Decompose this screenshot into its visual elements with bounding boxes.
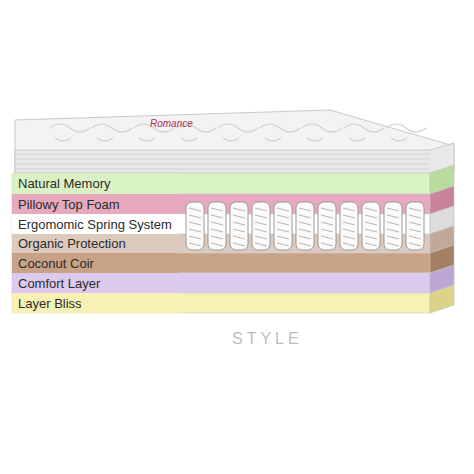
pocket-springs (186, 202, 424, 250)
layer-strips (12, 165, 454, 313)
layer-label-band: Comfort Layer (12, 273, 178, 293)
layer-name: Pillowy Top Foam (18, 198, 120, 211)
layer-label-band: Pillowy Top Foam (12, 194, 178, 214)
layer-side (430, 285, 454, 313)
layer-label-band: Layer Bliss (12, 293, 178, 313)
layer-strip (12, 293, 430, 313)
layer-label-band: Coconut Coir (12, 253, 178, 273)
mattress-top (15, 110, 454, 173)
layer-name: Comfort Layer (18, 277, 100, 290)
layer-name: Layer Bliss (18, 297, 82, 310)
layer-strip (12, 273, 430, 293)
layer-name: Ergomomic Spring System (18, 218, 172, 231)
brand-print: Romance (150, 118, 193, 129)
layer-name: Natural Memory (18, 177, 110, 190)
layer-strip (12, 253, 430, 273)
layer-label-band: Organic Protection (12, 234, 178, 253)
layer-strip (12, 173, 430, 194)
layer-name: Organic Protection (18, 237, 126, 250)
layer-name: Coconut Coir (18, 257, 94, 270)
watermark: STYLE (232, 330, 303, 348)
layer-label-band: Natural Memory (12, 173, 178, 194)
layer-label-band: Ergomomic Spring System (12, 214, 180, 234)
